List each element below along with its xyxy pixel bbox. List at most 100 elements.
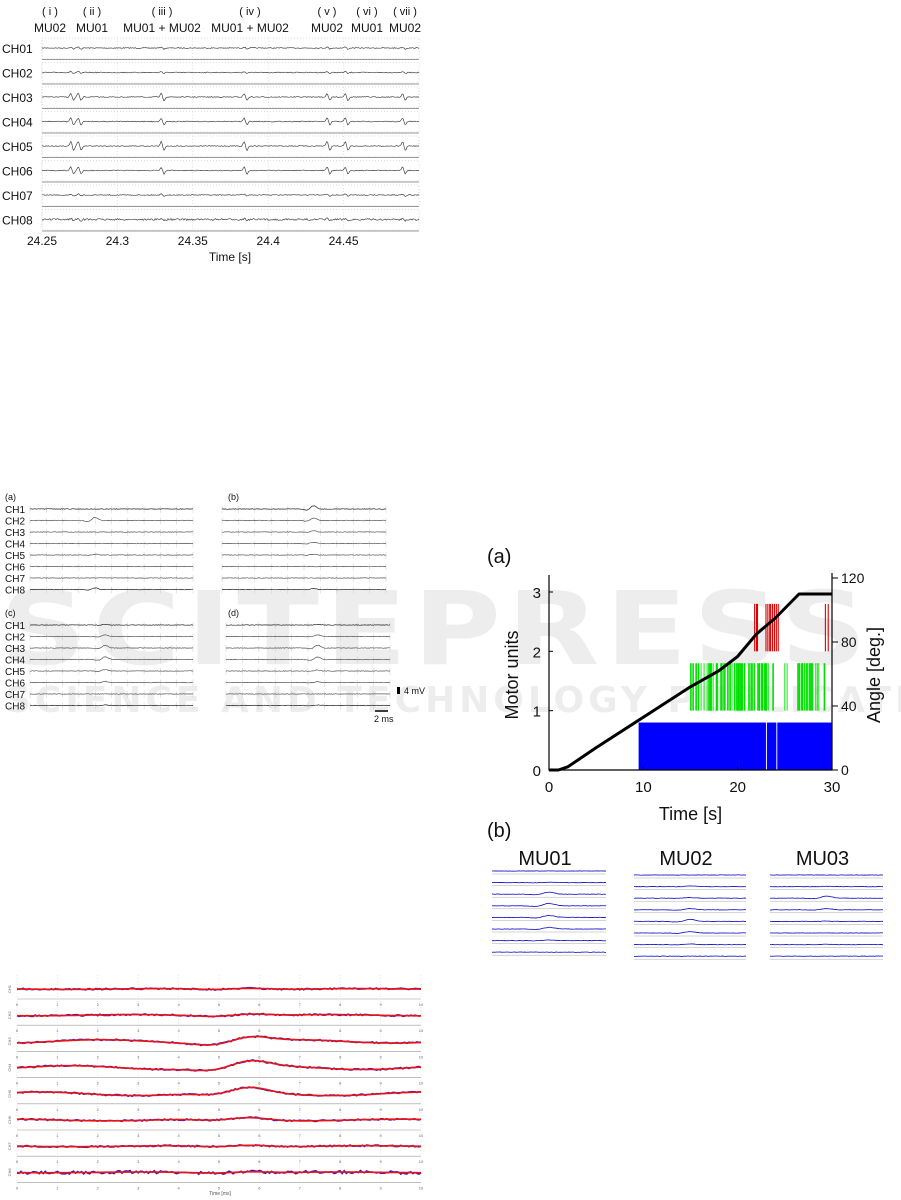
x-tick-label: 24.3 [106, 234, 130, 248]
x-tick-label: 10 [419, 1185, 424, 1190]
channel-trace [222, 566, 386, 567]
mu-waveform-trace [492, 892, 606, 895]
x-tick-label: 1 [56, 1028, 59, 1033]
x-tick-label: 2 [97, 1159, 100, 1164]
channel-label: CH03 [2, 91, 33, 105]
x-tick-label: 7 [299, 1028, 302, 1033]
panel-label: (a) [487, 546, 511, 568]
x-tick-label: 4 [177, 1028, 180, 1033]
x-tick-label: 0 [16, 1081, 19, 1086]
time-scale-label: 2 ms [374, 714, 394, 724]
x-tick-label: 1 [56, 1081, 59, 1086]
y2-tick-label: 40 [841, 698, 857, 714]
mu-waveform-trace [634, 898, 746, 899]
x-tick-label: 0 [16, 1159, 19, 1164]
annotation-label: MU01 [76, 21, 108, 35]
x-tick-label: 4 [177, 1054, 180, 1059]
x-tick-label: 3 [137, 1107, 140, 1112]
y-tick-label: 2 [533, 644, 541, 661]
channel-label: CH01 [2, 42, 33, 56]
y-tick-label: 3 [533, 585, 541, 602]
channel-label: CH8 [5, 702, 25, 713]
x-tick-label: 9 [379, 1159, 382, 1164]
channel-trace [30, 578, 193, 579]
x-tick-label: 5 [218, 1133, 221, 1138]
channel-label: CH3 [7, 1037, 12, 1046]
x-tick-label: 8 [339, 1107, 342, 1112]
x-tick-label: 3 [137, 1081, 140, 1086]
x-tick-label: 0 [16, 1133, 19, 1138]
figure-fit: 012345678910CH1012345678910CH20123456789… [0, 960, 440, 1200]
channel-frame [42, 38, 419, 59]
x-tick-label: 5 [218, 1054, 221, 1059]
y2-tick-label: 120 [841, 570, 865, 586]
panel-label: (b) [228, 492, 239, 502]
mu-title: MU01 [518, 848, 571, 870]
x-tick-label: 8 [339, 1081, 342, 1086]
x-tick-label: 5 [218, 1002, 221, 1007]
reconstructed-trace [17, 1087, 421, 1095]
x-tick-label: 2 [97, 1054, 100, 1059]
mu-waveform-trace [492, 940, 606, 941]
x-tick-label: 4 [177, 1159, 180, 1164]
mu01-firing-bar [777, 723, 832, 770]
channel-label: CH1 [7, 984, 12, 993]
channel-label: CH4 [7, 1063, 12, 1072]
x-tick-label: 0 [16, 1107, 19, 1112]
x-tick-label: 30 [824, 779, 841, 796]
panel-label: (c) [5, 608, 16, 618]
mu-waveform-trace [492, 927, 606, 929]
channel-label: CH7 [5, 690, 25, 701]
x-tick-label: 0 [16, 1054, 19, 1059]
channel-label: CH3 [5, 644, 25, 655]
channel-label: CH3 [5, 528, 25, 539]
x-tick-label: 5 [218, 1107, 221, 1112]
channel-label: CH06 [2, 165, 33, 179]
channel-label: CH07 [2, 189, 33, 203]
x-tick-label: 1 [56, 1002, 59, 1007]
annotation-label: MU02 [311, 21, 343, 35]
x-tick-label: 6 [258, 1185, 261, 1190]
x-tick-label: 5 [218, 1159, 221, 1164]
x-tick-label: 9 [379, 1133, 382, 1138]
x-tick-label: 10 [635, 779, 652, 796]
x-tick-label: 8 [339, 1159, 342, 1164]
x-tick-label: 4 [177, 1133, 180, 1138]
mu01-firing-bar [639, 723, 766, 770]
x-tick-label: 6 [258, 1107, 261, 1112]
x-tick-label: 4 [177, 1107, 180, 1112]
x-tick-label: 10 [419, 1028, 424, 1033]
channel-trace [30, 566, 193, 567]
channel-label: CH2 [5, 517, 25, 528]
x-tick-label: 6 [258, 1159, 261, 1164]
annotation-label: MU01 + MU02 [211, 21, 289, 35]
annotation-index: ( v ) [318, 6, 337, 18]
x-tick-label: 8 [339, 1185, 342, 1190]
channel-label: CH05 [2, 140, 33, 154]
x-tick-label: 9 [379, 1107, 382, 1112]
x-tick-label: 24.25 [27, 234, 57, 248]
channel-label: CH08 [2, 214, 33, 228]
amplitude-scale-label: 4 mV [404, 686, 425, 696]
x-tick-label: 24.45 [329, 234, 359, 248]
mu-waveform-trace [634, 909, 746, 911]
x-tick-label: 10 [419, 1002, 424, 1007]
x-tick-label: 3 [137, 1028, 140, 1033]
x-tick-label: 10 [419, 1054, 424, 1059]
x-tick-label: 5 [218, 1081, 221, 1086]
x-tick-label: 24.4 [257, 234, 281, 248]
x-tick-label: 3 [137, 1054, 140, 1059]
x-tick-label: 2 [97, 1081, 100, 1086]
x-tick-label: 2 [97, 1028, 100, 1033]
x-tick-label: 1 [56, 1054, 59, 1059]
x-tick-label: 6 [258, 1133, 261, 1138]
x-tick-label: 10 [419, 1133, 424, 1138]
x-tick-label: 0 [545, 779, 553, 796]
x-tick-label: 0 [16, 1185, 19, 1190]
channel-trace [42, 47, 419, 50]
channel-trace [42, 118, 419, 125]
channel-trace [42, 93, 419, 101]
x-tick-label: 7 [299, 1133, 302, 1138]
